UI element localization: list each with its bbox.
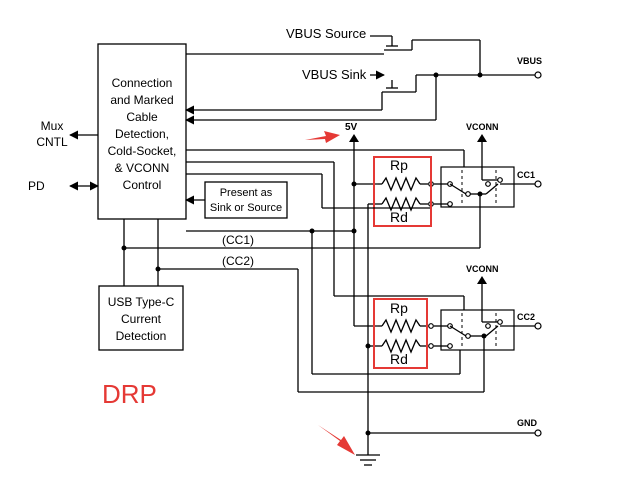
vconn-2-label: VCONN	[466, 264, 499, 274]
present-label-2: Sink or Source	[210, 202, 282, 214]
controller-text-line-7: Control	[123, 178, 162, 192]
controller-text-line-3: Cable	[126, 110, 158, 124]
ground-highlight-arrow-icon	[318, 425, 355, 455]
cc2-out-label: CC2	[517, 312, 535, 322]
gnd-label: GND	[517, 418, 538, 428]
rp-rd-highlight-1	[373, 156, 432, 227]
rp-1-label: Rp	[390, 157, 408, 173]
vconn-1-label: VCONN	[466, 122, 499, 132]
vbus-sink-label: VBUS Sink	[302, 67, 367, 82]
cc1-block: CC1 VCONN Rp Rd	[378, 122, 542, 248]
cc2-bus-label: (CC2)	[222, 254, 254, 268]
rp-2-label: Rp	[390, 300, 408, 316]
present-label-1: Present as	[220, 187, 273, 199]
mux-cntl-label-2: CNTL	[36, 135, 68, 149]
pd-label: PD	[28, 179, 45, 193]
controller-text-line-4: Detection,	[115, 127, 169, 141]
rp-rd-highlight-2	[373, 298, 428, 369]
cc2-block: CC2 VCONN Rp Rd	[378, 264, 542, 392]
usb-label-1: USB Type-C	[108, 295, 175, 309]
rd-1-label: Rd	[390, 209, 408, 225]
mux-cntl-label-1: Mux	[41, 119, 64, 133]
controller-block: Connection and Marked Cable Detection, C…	[97, 43, 187, 220]
usb-current-detection-block	[98, 285, 184, 351]
five-v-label: 5V	[345, 122, 358, 133]
present-as-block	[204, 181, 288, 219]
vbus-section: VBUS Source VBUS Sink VBUS	[185, 26, 542, 125]
five-v-highlight-arrow-icon	[305, 131, 340, 143]
cc1-bus-label: (CC1)	[222, 233, 254, 247]
drp-title: DRP	[102, 379, 157, 409]
controller-text-line-6: & VCONN	[115, 161, 170, 175]
usb-label-3: Detection	[116, 329, 167, 343]
ground-symbol-icon	[356, 454, 380, 466]
vbus-out-label: VBUS	[517, 56, 542, 66]
controller-text-line-2: and Marked	[110, 93, 173, 107]
vbus-source-label: VBUS Source	[286, 26, 366, 41]
usb-label-2: Current	[121, 312, 162, 326]
controller-text-line-5: Cold-Socket,	[108, 144, 177, 158]
rd-2-label: Rd	[390, 351, 408, 367]
controller-text-line-1: Connection	[112, 76, 173, 90]
cc1-out-label: CC1	[517, 170, 535, 180]
